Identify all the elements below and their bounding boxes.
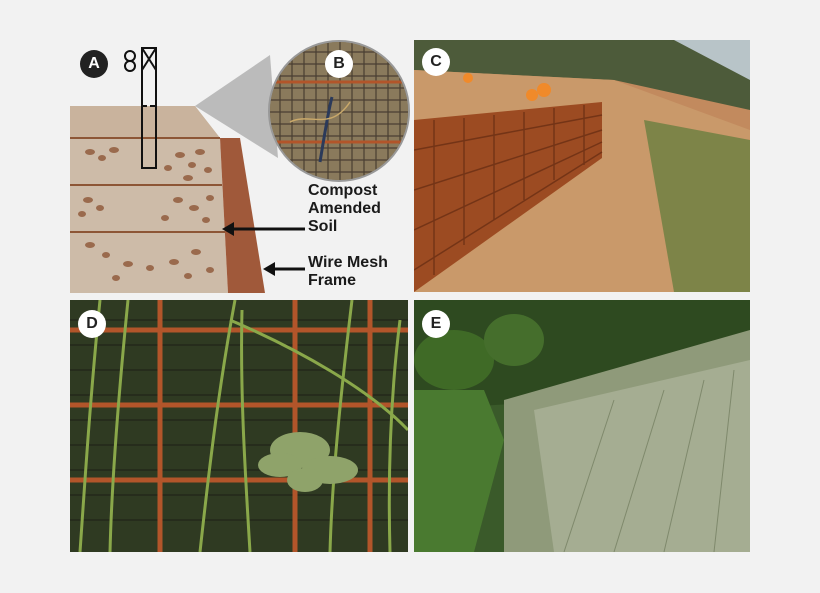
mesh-closeup-photo bbox=[270, 42, 408, 180]
wall-cross-section-illustration bbox=[70, 47, 305, 293]
soil-top bbox=[70, 106, 220, 138]
wire-mesh-frame bbox=[220, 138, 265, 293]
compost-pebbles bbox=[78, 147, 214, 281]
wall-construction-photo bbox=[414, 40, 750, 292]
label-compost-amended-soil: Compost Amended Soil bbox=[308, 182, 381, 235]
badge-a: A bbox=[80, 50, 108, 78]
panel-e-vegetated-slope: E bbox=[414, 300, 750, 552]
panel-c-construction-photo: C bbox=[414, 40, 750, 292]
badge-c: C bbox=[422, 48, 450, 76]
zoom-cone bbox=[195, 55, 278, 158]
panel-a-diagram: A Compost Amended Soil Wire Mesh Frame bbox=[70, 40, 410, 295]
badge-e: E bbox=[422, 310, 450, 338]
vegetated-slope-photo bbox=[414, 300, 750, 552]
arrow-frame bbox=[263, 262, 275, 276]
label-wire-mesh-frame: Wire Mesh Frame bbox=[308, 254, 388, 289]
arrow-soil bbox=[222, 222, 234, 236]
badge-b: B bbox=[325, 50, 353, 78]
stake bbox=[141, 47, 157, 169]
vegetated-mesh-photo bbox=[70, 300, 408, 552]
panel-d-vegetation-closeup: D bbox=[70, 300, 408, 552]
badge-d: D bbox=[78, 310, 106, 338]
soil-block bbox=[70, 106, 228, 293]
panel-b-mesh-closeup: B bbox=[268, 40, 410, 182]
